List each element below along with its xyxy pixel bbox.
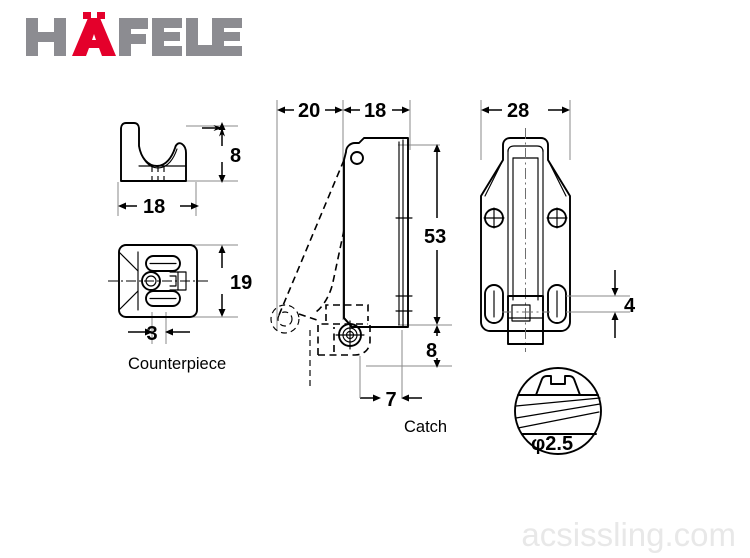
base-dashed-top bbox=[325, 304, 369, 321]
screw-pilot-hole-detail: φ2.5 bbox=[514, 367, 602, 455]
counterpiece-side-view: 8 18 bbox=[117, 122, 241, 218]
dim-8-vertical bbox=[218, 122, 226, 183]
counterpiece-top-view: 19 3 bbox=[108, 244, 252, 345]
dim-label-53: 53 bbox=[424, 226, 446, 248]
counterpiece-plate-outline bbox=[118, 244, 198, 318]
dim-label-8b: 8 bbox=[426, 340, 437, 362]
label-catch: Catch bbox=[404, 418, 448, 436]
wood-grain bbox=[515, 403, 601, 419]
dim-53-vertical bbox=[433, 144, 441, 325]
slot-upper bbox=[145, 255, 181, 272]
site-watermark: acsissling.com bbox=[521, 516, 736, 553]
dim-label-8: 8 bbox=[230, 145, 241, 167]
dim-19-vertical bbox=[218, 245, 226, 317]
shoulder-right bbox=[547, 159, 567, 197]
center-hole-outer bbox=[141, 271, 161, 291]
wood-grain bbox=[515, 397, 601, 407]
dim-label-20: 20 bbox=[298, 100, 320, 122]
hafele-logo bbox=[26, 12, 242, 56]
dim-4-vertical bbox=[611, 270, 619, 338]
catch-screw-hole bbox=[350, 151, 364, 165]
catch-front-view: 28 bbox=[480, 100, 636, 352]
detail-circle bbox=[514, 367, 602, 455]
slot-lower-right bbox=[547, 284, 567, 324]
arm-open-pivot-outer bbox=[270, 304, 300, 334]
plunger-inner bbox=[511, 304, 531, 322]
dim-3-horizontal bbox=[128, 328, 190, 336]
arm-open-pivot-inner bbox=[277, 311, 293, 327]
plunger-block bbox=[507, 295, 544, 345]
slot-lower-left bbox=[484, 284, 504, 324]
label-counterpiece: Counterpiece bbox=[128, 355, 227, 373]
shoulder-left bbox=[484, 159, 504, 197]
tab-notch bbox=[169, 275, 177, 287]
front-housing-outline bbox=[480, 137, 571, 332]
chamfer-line bbox=[118, 251, 139, 272]
arm-open-link bbox=[298, 313, 321, 322]
catch-bottom-edge bbox=[343, 317, 376, 328]
dim-label-4: 4 bbox=[624, 295, 636, 317]
dim-18-horizontal bbox=[118, 202, 199, 210]
catch-side-view: 20 18 bbox=[270, 100, 452, 411]
wood-grain bbox=[517, 411, 600, 429]
dim-7-horizontal bbox=[360, 394, 422, 402]
catch-body-outline bbox=[343, 137, 409, 328]
screw-head bbox=[535, 375, 581, 396]
base-dashed-outline bbox=[318, 324, 371, 356]
detail-label-phi25: φ2.5 bbox=[531, 433, 573, 455]
channel-top bbox=[507, 145, 544, 153]
dim-20-horizontal bbox=[277, 106, 343, 114]
dim-label-7: 7 bbox=[385, 389, 396, 411]
base-dashed-left bbox=[317, 323, 368, 355]
arm-open-dashed-front bbox=[278, 159, 345, 316]
dim-label-28: 28 bbox=[507, 100, 529, 122]
dim-label-3: 3 bbox=[146, 323, 157, 345]
chamfer-line bbox=[118, 290, 139, 311]
dim-label-18b: 18 bbox=[364, 100, 386, 122]
dim-18b-horizontal bbox=[343, 106, 410, 114]
dim-label-19: 19 bbox=[230, 272, 252, 294]
arm-open-dashed-inner bbox=[315, 229, 345, 313]
slot-lower bbox=[145, 290, 181, 307]
center-hole-inner bbox=[145, 275, 157, 287]
dim-28-horizontal bbox=[481, 106, 570, 114]
dim-label-18: 18 bbox=[143, 196, 165, 218]
dim-8b-vertical bbox=[433, 325, 441, 368]
